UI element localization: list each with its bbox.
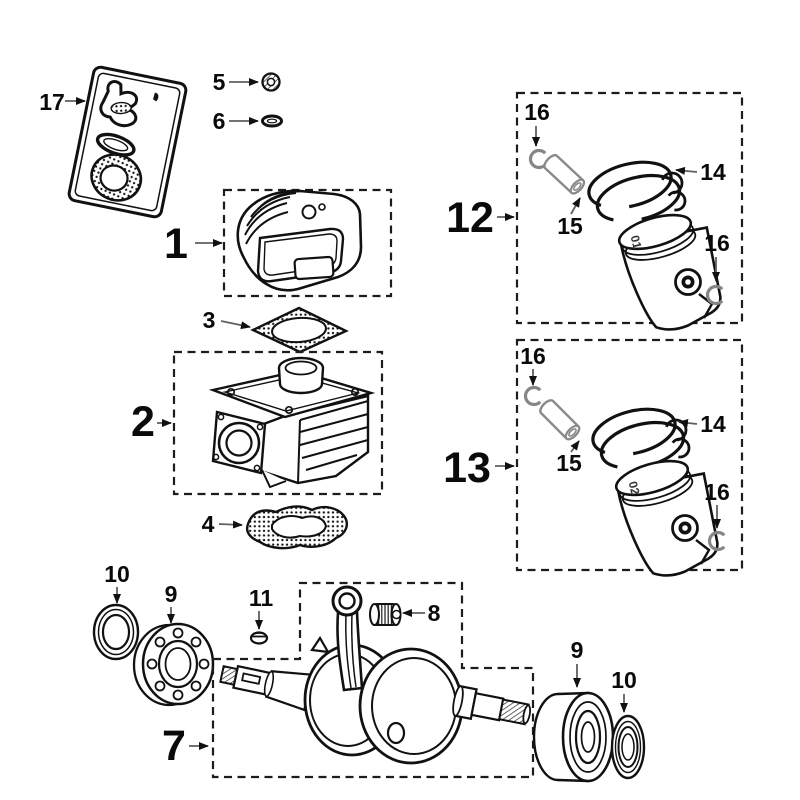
callout-10-left: 10 — [104, 561, 130, 587]
piston-icon — [611, 449, 730, 586]
group-box-7 — [211, 581, 535, 779]
callout-13: 13 — [443, 444, 491, 492]
o-ring-drawing — [261, 114, 283, 128]
callout-17: 17 — [39, 89, 65, 115]
piston-marking-02: 02 — [626, 480, 643, 497]
callout-15-12: 15 — [557, 213, 583, 239]
callout-1: 1 — [164, 220, 188, 268]
callout-8: 8 — [428, 600, 441, 626]
group-box-1 — [222, 188, 393, 298]
callout-14-13: 14 — [700, 411, 726, 437]
callout-12: 12 — [446, 194, 494, 242]
circlip-icon — [523, 385, 545, 407]
callout-9-right: 9 — [571, 637, 584, 663]
gasket-set-drawing — [67, 65, 188, 219]
callout-9-left: 9 — [165, 581, 178, 607]
callout-15-13: 15 — [556, 450, 582, 476]
piston-icon — [614, 203, 733, 340]
callout-11: 11 — [249, 585, 274, 611]
arrow-14-12 — [675, 166, 698, 175]
group-box-12 — [515, 91, 744, 325]
arrow-15-13 — [570, 440, 580, 453]
rod-nut-drawing — [369, 603, 402, 626]
bearing-right-drawing — [532, 691, 615, 783]
piston-assembly-12: 01 — [528, 148, 733, 340]
arrow-15-12 — [570, 197, 581, 215]
callout-4: 4 — [202, 511, 215, 537]
callout-7: 7 — [162, 722, 186, 770]
woodruff-key-drawing — [249, 631, 269, 645]
base-gasket-drawing — [246, 505, 348, 550]
arrow-3 — [220, 320, 251, 330]
wrist-pin-icon — [540, 151, 588, 197]
callout-14-12: 14 — [700, 159, 726, 185]
wrist-pin-icon — [536, 396, 583, 443]
oil-seal-left-drawing — [92, 603, 140, 661]
cylinder-drawing — [208, 356, 376, 489]
crankshaft-drawing — [219, 585, 532, 765]
callout-arrows — [65, 78, 721, 750]
group-box-13 — [515, 338, 744, 572]
piston-assembly-13: 02 — [523, 385, 730, 586]
arrow-4 — [218, 520, 243, 529]
callout-10-right: 10 — [611, 667, 637, 693]
head-nut-drawing — [261, 72, 281, 92]
callout-labels: 17 5 6 1 3 2 4 12 13 16 15 14 16 16 15 1… — [39, 69, 730, 770]
head-gasket-drawing — [250, 306, 349, 354]
callout-6: 6 — [213, 108, 226, 134]
callout-16-top-12: 16 — [524, 99, 550, 125]
callout-16-right-12: 16 — [704, 230, 730, 256]
arrow-14-13 — [678, 419, 698, 427]
callout-16-right-13: 16 — [704, 479, 730, 505]
callout-2: 2 — [131, 398, 155, 446]
cylinder-head-drawing — [236, 189, 363, 292]
piston-marking-01: 01 — [628, 234, 645, 251]
bearing-left-drawing — [132, 622, 215, 707]
callout-3: 3 — [203, 307, 216, 333]
group-box-2 — [172, 350, 384, 496]
callout-5: 5 — [213, 69, 226, 95]
oil-seal-right-drawing — [610, 714, 646, 780]
callout-16-top-13: 16 — [520, 343, 546, 369]
